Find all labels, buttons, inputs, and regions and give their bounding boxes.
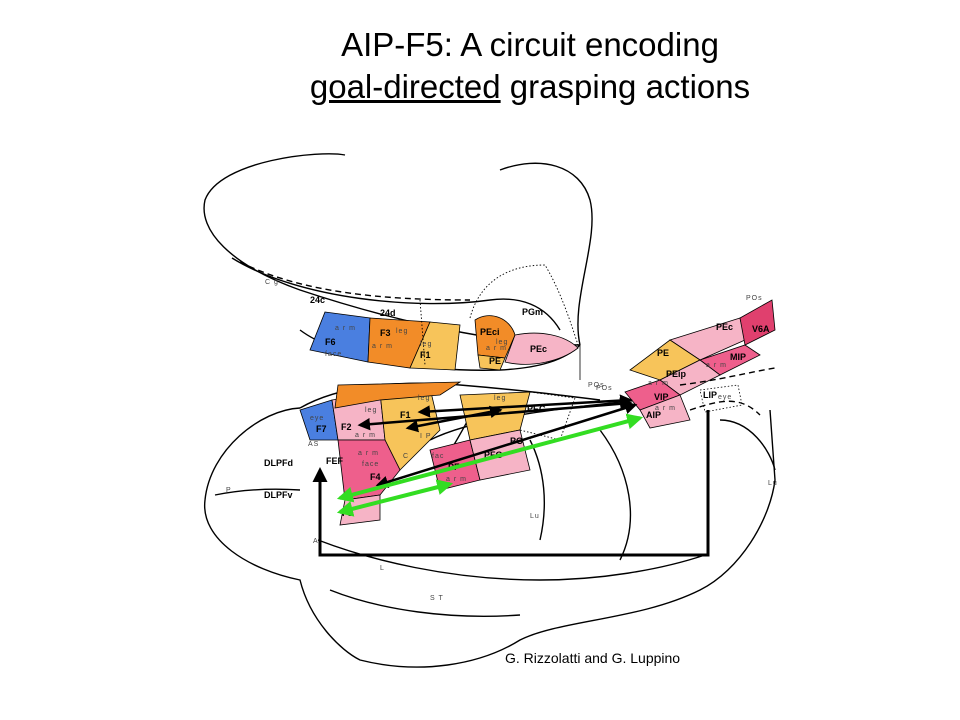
label-24d: 24d: [380, 308, 396, 318]
label-leg-medial-2: leg: [420, 341, 432, 348]
label-lu-inset: Lu: [768, 480, 778, 487]
label-arm-lateral-1: a r m: [355, 432, 376, 439]
label-peip: PEip: [666, 369, 687, 379]
inset-dashed-1: [679, 367, 776, 386]
temporal-lower: [599, 429, 632, 561]
label-dlpfv: DLPFv: [264, 490, 293, 500]
area-pec-medial: [504, 332, 579, 365]
label-f3: F3: [380, 328, 391, 338]
title-underlined-term: goal-directed: [309, 68, 501, 105]
label-leg-lateral-2: leg: [418, 395, 430, 402]
label-face-medial: face: [325, 351, 342, 358]
label-f4: F4: [370, 472, 381, 482]
area-v6a: [739, 299, 776, 346]
area-aip: [639, 394, 691, 429]
label-f2: F2: [341, 422, 352, 432]
label-pgm: PGm: [522, 307, 543, 317]
cingulate-sulcus: [231, 257, 561, 331]
inset-lunate: [719, 419, 776, 471]
label-arm-pe: a r m: [486, 345, 507, 352]
sylvian-fissure: [317, 539, 706, 581]
label-arm-lateral-3: a r m: [446, 476, 467, 483]
principal-sulcus: [214, 488, 301, 496]
label-mip: MIP: [730, 352, 746, 362]
label-f6: F6: [325, 337, 336, 347]
label-pos-inset: POs: [746, 295, 763, 302]
label-st: S T: [430, 595, 444, 602]
label-eye-lateral: eye: [310, 415, 324, 422]
label-peci: PEci: [480, 327, 500, 337]
label-lu-lateral: Lu: [530, 513, 540, 520]
label-dlpfd: DLPFd: [264, 458, 293, 468]
label-f1-lateral: F1: [400, 410, 411, 420]
superior-temporal-sulcus: [329, 589, 521, 617]
label-arm-inset-2: a r m: [648, 380, 669, 387]
label-aip: AIP: [646, 410, 661, 420]
label-leg-medial-1: leg: [396, 328, 408, 335]
label-24c: 24c: [310, 295, 325, 305]
label-lip: LIP: [703, 390, 717, 400]
lateral-outline: [204, 407, 776, 668]
label-pec-inset: PEc: [716, 322, 733, 332]
label-f7: F7: [316, 424, 327, 434]
label-eye-inset: eye: [718, 394, 732, 401]
label-l: L: [380, 565, 385, 572]
medial-view: C g 24c 24d PGm a r m F6 face F3 a r m l…: [203, 153, 605, 389]
area-pe-medial: [477, 354, 506, 371]
label-pe-medial: PE: [489, 356, 501, 366]
label-arm-inset-3: a r m: [655, 405, 676, 412]
label-ip: I P: [420, 433, 432, 440]
label-leg-lateral-1: leg: [365, 407, 377, 414]
label-face-lateral: face: [362, 461, 379, 468]
label-leg-pe: leg: [496, 339, 508, 346]
lateral-view: F7 eye F2 leg leg F1 a r m a r m face F4…: [204, 381, 776, 668]
label-ai: A: [313, 538, 319, 545]
label-pos-lateral: POs: [596, 385, 613, 392]
label-arm-medial-2: a r m: [372, 343, 393, 350]
parietal-inset: POs PEc V6A PE MIP a r m PEip a r m VIP …: [624, 295, 778, 487]
label-leg-lateral-3: leg: [494, 395, 506, 402]
arrow-green-f5-pf: [336, 479, 454, 517]
medial-dotted-1: [419, 299, 426, 366]
label-v6a: V6A: [752, 324, 770, 334]
cingulate-dashed: [239, 261, 471, 301]
title-rest: grasping actions: [500, 68, 751, 105]
label-c: C: [403, 453, 409, 460]
title-line-2: goal-directed grasping actions: [0, 66, 960, 108]
connection-arrows: [312, 394, 710, 557]
label-arm-lateral-2: a r m: [358, 450, 379, 457]
medial-upper-contour: [499, 162, 593, 346]
label-as: AS: [308, 441, 319, 448]
slide-title: AIP-F5: A circuit encoding goal-directed…: [0, 24, 960, 108]
area-f1-leg: [409, 321, 461, 371]
title-line-1: AIP-F5: A circuit encoding: [341, 26, 719, 63]
label-p: P: [226, 487, 232, 494]
label-pec-medial: PEc: [530, 344, 547, 354]
label-arm-medial-1: a r m: [335, 325, 356, 332]
label-face-pf: fac: [432, 453, 444, 460]
lunate-sulcus: [529, 439, 546, 541]
label-pe-inset: PE: [657, 348, 669, 358]
label-cg: C g: [265, 279, 279, 286]
area-lip: [699, 384, 743, 413]
label-pos-medial: POs: [588, 382, 605, 389]
area-peci: [474, 315, 516, 359]
label-fef: FEF: [326, 456, 344, 466]
credit-text: G. Rizzolatti and G. Luppino: [505, 650, 681, 666]
label-arm-inset-1: a r m: [706, 362, 727, 369]
arrow-lip-fef-loop: [312, 410, 710, 557]
label-f1-medial: F1: [420, 350, 431, 360]
label-vip: VIP: [654, 392, 669, 402]
